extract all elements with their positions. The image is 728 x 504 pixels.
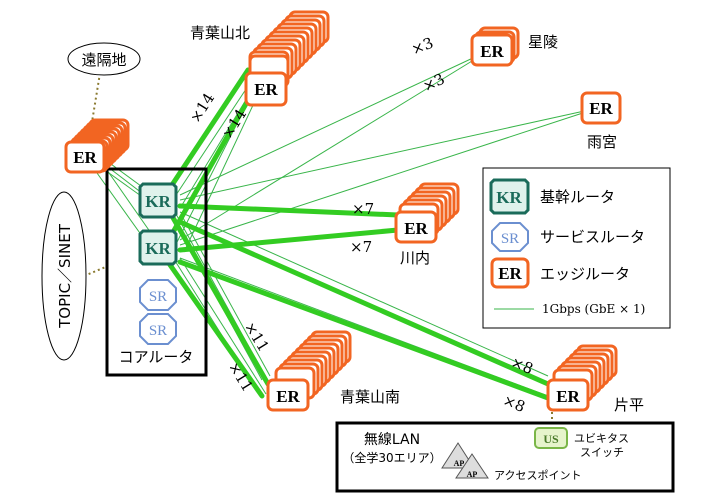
thin-link (181, 215, 271, 377)
edge-router-icon (244, 71, 288, 107)
sr-node: SR (139, 279, 177, 311)
kr-node: KR (138, 182, 178, 219)
core-router-label: コアルータ (119, 348, 194, 366)
service-router-icon (139, 279, 177, 311)
legend-line: 1Gbps (GbE × 1) (494, 302, 645, 316)
thin-link (179, 211, 549, 377)
sr-node: SR (139, 313, 177, 345)
er-stack-kawauchi: ER (394, 182, 460, 244)
topic-sinet: TOPIC／SINET (41, 191, 87, 361)
wlan-title: 無線LAN (364, 432, 420, 448)
thin-link (179, 257, 267, 395)
label-aoba-south: 青葉山南 (340, 388, 400, 406)
edge-router-icon (490, 257, 530, 289)
core-link (165, 259, 265, 399)
us-caption-1: ユビキタス (574, 432, 629, 445)
er-stack-remote: ER (64, 118, 130, 174)
ap-text: AP (467, 470, 478, 479)
er-stack-katahira: ER (546, 344, 618, 412)
legend-er-label: エッジルータ (540, 265, 630, 283)
wlan-subtitle: （全学30エリア） (342, 450, 441, 465)
core-router-icon (138, 182, 178, 219)
er-stack-seiryo: ER (470, 26, 520, 67)
legend-kr-text: KR (496, 188, 522, 207)
mult-kawauchi-b: ×7 (350, 238, 372, 256)
kr-node: KR (138, 229, 178, 266)
thin-link (179, 107, 599, 201)
er-stack-aoba-north: ER (244, 10, 330, 107)
er-stack-aoba-south: ER (266, 330, 352, 412)
core-router-icon (138, 229, 178, 266)
core-link (169, 85, 258, 237)
kr-text: KR (145, 239, 171, 258)
legend-er-text: ER (498, 264, 522, 283)
topic-label: TOPIC／SINET (56, 223, 74, 329)
thin-link (179, 49, 491, 196)
access-point-icon: AP AP (441, 442, 489, 479)
legend-kr-label: 基幹ルータ (540, 188, 615, 206)
mult-kawauchi-a: ×7 (352, 200, 374, 218)
service-router-icon (491, 222, 529, 252)
remote-site: 遠隔地 (67, 42, 141, 76)
label-seiryo: 星陵 (528, 33, 558, 51)
er-node-amamiya: ER (580, 91, 622, 125)
core-link (177, 219, 551, 387)
dotted-links (83, 72, 553, 471)
kr-text: KR (145, 192, 171, 211)
mult-seiryo-a: ×3 (409, 34, 436, 59)
legend-kr: KR 基幹ルータ (489, 178, 615, 215)
edge-router-icon (470, 33, 514, 67)
core-router-box (105, 167, 208, 377)
legend: KR 基幹ルータ SR サービスルータ ER エッジルータ 1Gbps (GbE… (482, 167, 671, 329)
er-text: ER (480, 42, 504, 61)
core-link (177, 227, 401, 253)
thin-link (179, 107, 599, 246)
edge-router-icon (64, 140, 106, 174)
service-router-icon (139, 313, 177, 345)
er-text: ER (404, 219, 428, 238)
legend-er: ER エッジルータ (490, 257, 630, 289)
er-text: ER (73, 148, 97, 167)
ap-text: AP (454, 459, 465, 468)
core-links (165, 67, 551, 401)
core-router-icon (489, 178, 530, 215)
legend-sr-label: サービスルータ (540, 228, 645, 246)
er-text: ER (589, 99, 613, 118)
label-kawauchi: 川内 (400, 249, 430, 267)
legend-sr: SR サービスルータ (491, 222, 645, 252)
ubiquitous-switch-icon: US (534, 427, 568, 449)
mult-aoba-south-b: ×11 (225, 359, 257, 395)
er-text: ER (254, 80, 278, 99)
edge-router-icon (394, 210, 438, 244)
remote-label: 遠隔地 (81, 51, 126, 69)
thin-links (91, 49, 599, 397)
edge-router-icon (546, 378, 590, 412)
ap-caption: アクセスポイント (494, 469, 581, 482)
dotted-link-topic (83, 265, 109, 277)
er-text: ER (276, 387, 300, 406)
sr-text: SR (149, 323, 167, 339)
core-link (177, 203, 401, 218)
core-link (177, 259, 551, 401)
label-katahira: 片平 (614, 396, 644, 414)
mult-seiryo-b: ×3 (420, 70, 448, 96)
edge-router-icon (580, 91, 622, 125)
label-aoba-north: 青葉山北 (190, 24, 250, 42)
mult-katahira-b: ×8 (501, 391, 528, 416)
us-text: US (543, 432, 559, 446)
label-amamiya: 雨宮 (587, 133, 617, 151)
core-link (169, 213, 271, 387)
legend-sr-text: SR (501, 231, 519, 247)
er-text: ER (556, 387, 580, 406)
thin-link (183, 85, 263, 253)
edge-router-icon (266, 378, 310, 412)
us-caption-2: スイッチ (580, 446, 624, 459)
thin-link (175, 73, 257, 196)
sr-text: SR (149, 289, 167, 305)
legend-line-label: 1Gbps (GbE × 1) (542, 302, 645, 316)
dotted-link-remote (91, 72, 101, 123)
wireless-lan-box: 無線LAN （全学30エリア） AP AP アクセスポイント US ユビキタス … (335, 421, 675, 493)
